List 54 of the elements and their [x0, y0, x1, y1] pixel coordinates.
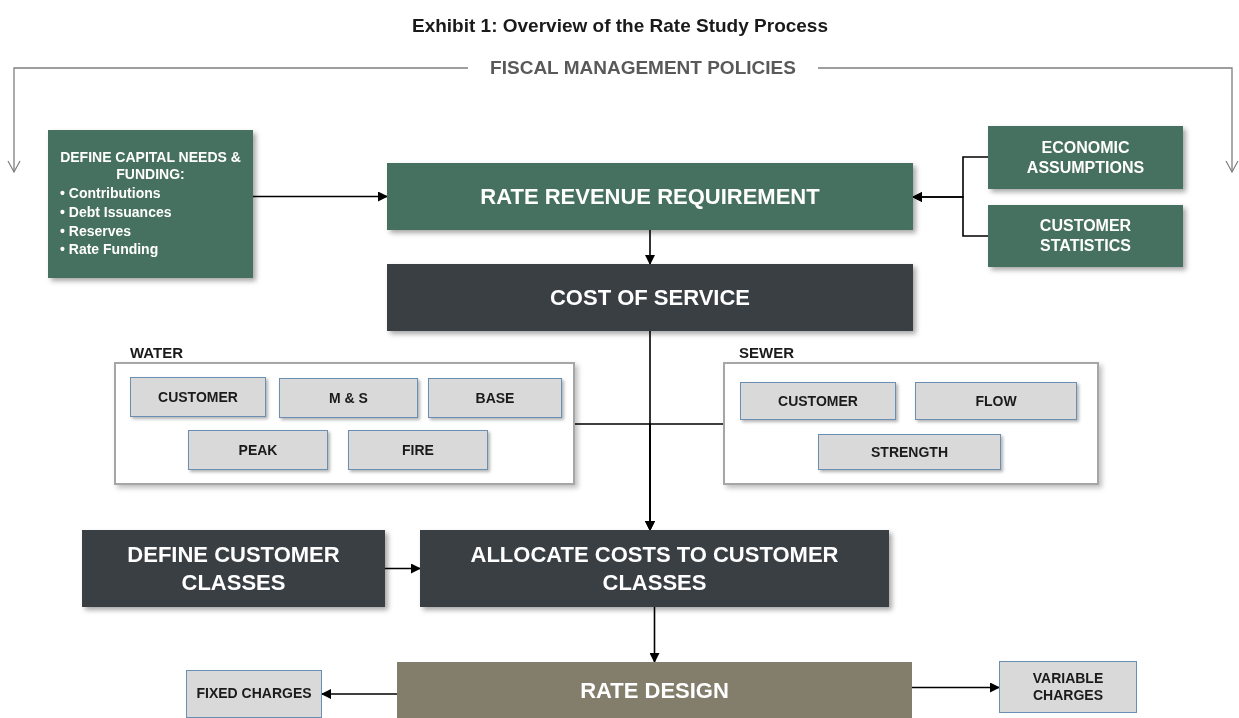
process-box [82, 530, 385, 607]
box-label: FISCAL MANAGEMENT POLICIES [490, 55, 796, 80]
process-box [48, 130, 253, 278]
component-box [188, 430, 328, 470]
box-label: FIXED CHARGES [196, 685, 312, 703]
component-box [740, 382, 896, 420]
process-box [397, 662, 912, 718]
box-label: M & S [329, 388, 368, 408]
arrow [252, 191, 388, 202]
output-box [999, 661, 1137, 713]
component-box [818, 434, 1001, 470]
process-box [387, 163, 913, 230]
component-box [428, 378, 562, 418]
arrow [645, 423, 724, 531]
process-box [988, 205, 1183, 267]
bullet-item: • Reserves [60, 221, 133, 241]
component-box [130, 377, 266, 417]
process-box [387, 264, 913, 331]
box-label: FIRE [402, 440, 434, 460]
box-label: ECONOMIC ASSUMPTIONS [1025, 137, 1146, 178]
box-heading: DEFINE CAPITAL NEEDS & FUNDING: [59, 148, 242, 184]
arrow [645, 229, 655, 265]
feedback-arrow [817, 67, 1239, 173]
box-label: CUSTOMER STATISTICS [1038, 216, 1133, 256]
box-label: CUSTOMER [778, 391, 858, 411]
bullet-item: • Contributions [60, 183, 162, 203]
bullet-item: • Rate Funding [60, 240, 160, 260]
group-heading: SEWER [739, 343, 794, 363]
output-box [186, 670, 322, 718]
diagram-title: Exhibit 1: Overview of the Rate Study Process [411, 14, 829, 38]
box-label: STRENGTH [871, 442, 948, 462]
box-label: PEAK [238, 440, 278, 460]
component-box [348, 430, 488, 470]
process-box [420, 530, 889, 607]
box-label: DEFINE CUSTOMER CLASSES [126, 541, 341, 596]
box-label: FLOW [975, 391, 1017, 411]
component-box [279, 378, 418, 418]
arrow [649, 606, 660, 663]
bullet-item: • Debt Issuances [60, 202, 172, 222]
feedback-arrow [7, 67, 469, 173]
box-label: RATE REVENUE REQUIREMENT [480, 182, 820, 211]
box-label: ALLOCATE COSTS TO CUSTOMER CLASSES [469, 541, 840, 596]
box-label: CUSTOMER [158, 387, 238, 407]
process-box [988, 126, 1183, 189]
group-heading: WATER [130, 343, 184, 363]
component-box [915, 382, 1077, 420]
arrow [912, 192, 989, 237]
arrow [384, 563, 421, 574]
box-label: RATE DESIGN [580, 676, 729, 705]
arrow [911, 682, 1000, 693]
box-label: VARIABLE CHARGES [1031, 669, 1105, 705]
arrow [321, 689, 398, 699]
box-label: BASE [475, 388, 515, 408]
box-label: COST OF SERVICE [549, 283, 751, 312]
